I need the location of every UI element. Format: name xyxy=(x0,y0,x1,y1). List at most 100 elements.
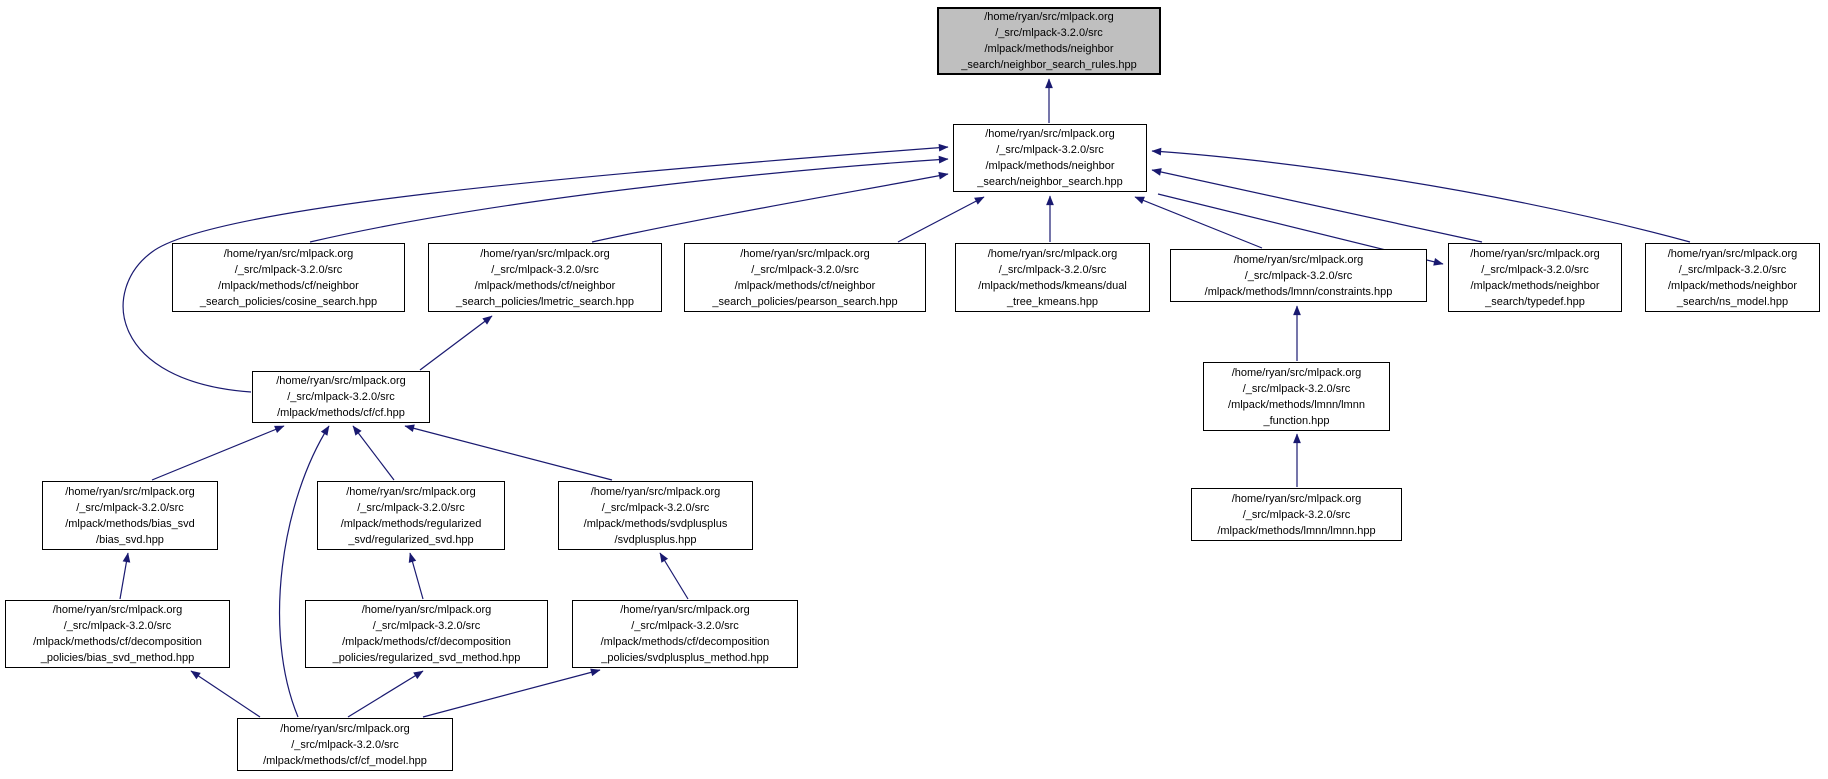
node-line: /_src/mlpack-3.2.0/src xyxy=(1244,269,1353,282)
node-line: _policies/svdplusplus_method.hpp xyxy=(601,652,769,664)
edge-bias-svd-method-to-bias-svd xyxy=(119,552,131,600)
node-line: /mlpack/methods/cf/neighbor xyxy=(218,279,359,292)
node-line: /_src/mlpack-3.2.0/src xyxy=(491,263,599,276)
edge-cf-model-to-regularized-svd-method xyxy=(347,670,424,718)
node-line: /mlpack/methods/cf/decomposition xyxy=(342,636,511,648)
node-lmetric-search[interactable]: /home/ryan/src/mlpack.org /_src/mlpack-3… xyxy=(428,243,662,312)
node-ns-typedef[interactable]: /home/ryan/src/mlpack.org /_src/mlpack-3… xyxy=(1448,243,1622,312)
edge-cf-to-lmetric-search xyxy=(419,315,493,371)
node-line: _search_policies/cosine_search.hpp xyxy=(199,295,378,308)
node-line: /_src/mlpack-3.2.0/src xyxy=(996,144,1104,156)
node-line: _svd/regularized_svd.hpp xyxy=(348,533,474,546)
node-line: /home/ryan/src/mlpack.org xyxy=(1231,492,1362,505)
node-line: _policies/regularized_svd_method.hpp xyxy=(332,652,521,664)
node-lmnn-function[interactable]: /home/ryan/src/mlpack.org /_src/mlpack-3… xyxy=(1203,362,1390,431)
node-bias-svd[interactable]: /home/ryan/src/mlpack.org /_src/mlpack-3… xyxy=(42,481,218,550)
node-lmnn[interactable]: /home/ryan/src/mlpack.org /_src/mlpack-3… xyxy=(1191,488,1402,541)
node-line: /mlpack/methods/neighbor xyxy=(984,43,1114,55)
node-dual-tree-kmeans[interactable]: /home/ryan/src/mlpack.org /_src/mlpack-3… xyxy=(955,243,1150,312)
edge-pearson-search-to-neighbor-search xyxy=(897,196,985,243)
node-line: /mlpack/methods/cf/cf_model.hpp xyxy=(263,754,427,767)
node-line: /home/ryan/src/mlpack.org xyxy=(590,485,721,498)
node-line: /home/ryan/src/mlpack.org xyxy=(1667,247,1798,260)
node-line: /home/ryan/src/mlpack.org xyxy=(1233,253,1364,266)
node-line: _function.hpp xyxy=(1263,414,1330,427)
node-line: /_src/mlpack-3.2.0/src xyxy=(1481,263,1589,276)
node-line: /_src/mlpack-3.2.0/src xyxy=(1242,382,1351,395)
node-neighbor-search-rules: /home/ryan/src/mlpack.org /_src/mlpack-3… xyxy=(937,7,1161,75)
node-line: /_src/mlpack-3.2.0/src xyxy=(631,620,739,632)
node-line: _search/typedef.hpp xyxy=(1485,295,1585,308)
node-line: /home/ryan/src/mlpack.org xyxy=(987,247,1118,260)
node-line: /svdplusplus.hpp xyxy=(614,533,697,546)
node-line: /_src/mlpack-3.2.0/src xyxy=(291,738,399,751)
node-line: /_src/mlpack-3.2.0/src xyxy=(751,263,859,276)
node-line: /_src/mlpack-3.2.0/src xyxy=(601,501,710,514)
edge-typedef-to-neighbor-search xyxy=(1151,168,1483,243)
edge-cf-model-to-cf xyxy=(278,425,330,718)
node-line: /home/ryan/src/mlpack.org xyxy=(1470,247,1600,260)
node-line: /mlpack/methods/cf/neighbor xyxy=(734,279,876,292)
edge-constraints-to-neighbor-search xyxy=(1134,196,1263,249)
node-line: /mlpack/methods/svdplusplus xyxy=(583,517,728,530)
node-line: /mlpack/methods/lmnn/lmnn xyxy=(1228,398,1365,411)
node-line: /home/ryan/src/mlpack.org xyxy=(276,375,406,387)
node-line: /bias_svd.hpp xyxy=(96,533,164,546)
edge-ns-model-to-neighbor-search xyxy=(1151,147,1691,243)
node-line: /_src/mlpack-3.2.0/src xyxy=(998,263,1107,276)
edge-regularized-svd-to-cf xyxy=(352,425,395,481)
node-neighbor-search[interactable]: /home/ryan/src/mlpack.org /_src/mlpack-3… xyxy=(953,124,1147,192)
node-line: /_src/mlpack-3.2.0/src xyxy=(234,263,343,276)
node-line: /home/ryan/src/mlpack.org xyxy=(985,128,1115,140)
edge-lmetric-search-to-neighbor-search xyxy=(591,171,949,243)
node-line: /_src/mlpack-3.2.0/src xyxy=(287,391,395,403)
node-line: /home/ryan/src/mlpack.org xyxy=(65,485,195,498)
edge-cf-to-neighbor-search xyxy=(122,143,949,393)
node-cf-model[interactable]: /home/ryan/src/mlpack.org /_src/mlpack-3… xyxy=(237,718,453,771)
node-line: /home/ryan/src/mlpack.org xyxy=(1231,366,1362,379)
node-line: /_src/mlpack-3.2.0/src xyxy=(1678,263,1787,276)
node-line: /mlpack/methods/lmnn/lmnn.hpp xyxy=(1217,524,1376,537)
node-line: /mlpack/methods/cf/cf.hpp xyxy=(277,407,405,419)
node-svdplusplus[interactable]: /home/ryan/src/mlpack.org /_src/mlpack-3… xyxy=(558,481,753,550)
node-line: _policies/bias_svd_method.hpp xyxy=(40,652,195,664)
node-line: /home/ryan/src/mlpack.org xyxy=(223,247,354,260)
node-line: /mlpack/methods/cf/decomposition xyxy=(33,636,202,648)
node-line: _tree_kmeans.hpp xyxy=(1006,295,1099,308)
node-line: /_src/mlpack-3.2.0/src xyxy=(1242,508,1351,521)
node-line: /mlpack/methods/regularized xyxy=(340,517,482,530)
edge-cf-model-to-bias-svd-method xyxy=(190,670,261,718)
node-lmnn-constraints[interactable]: /home/ryan/src/mlpack.org /_src/mlpack-3… xyxy=(1170,249,1427,302)
node-line: /home/ryan/src/mlpack.org xyxy=(480,247,610,260)
node-bias-svd-method[interactable]: /home/ryan/src/mlpack.org /_src/mlpack-3… xyxy=(5,600,230,668)
edge-cf-model-to-svdplusplus-method xyxy=(422,668,601,718)
node-line: _search_policies/lmetric_search.hpp xyxy=(456,295,634,308)
node-line: /home/ryan/src/mlpack.org xyxy=(280,722,410,735)
node-line: /mlpack/methods/kmeans/dual xyxy=(978,279,1127,292)
node-regularized-svd-method[interactable]: /home/ryan/src/mlpack.org /_src/mlpack-3… xyxy=(305,600,548,668)
node-line: /mlpack/methods/neighbor xyxy=(985,160,1115,172)
edge-regularized-svd-method-to-regularized-svd xyxy=(408,552,424,600)
node-pearson-search[interactable]: /home/ryan/src/mlpack.org /_src/mlpack-3… xyxy=(684,243,926,312)
node-line: /home/ryan/src/mlpack.org xyxy=(52,604,183,616)
node-line: _search_policies/pearson_search.hpp xyxy=(712,295,898,308)
edge-svdplusplus-method-to-svdplusplus xyxy=(659,552,689,600)
node-line: /mlpack/methods/neighbor xyxy=(1667,279,1797,292)
node-cosine-search[interactable]: /home/ryan/src/mlpack.org /_src/mlpack-3… xyxy=(172,243,405,312)
node-svdplusplus-method[interactable]: /home/ryan/src/mlpack.org /_src/mlpack-3… xyxy=(572,600,798,668)
node-cf[interactable]: /home/ryan/src/mlpack.org /_src/mlpack-3… xyxy=(252,371,430,423)
node-line: /home/ryan/src/mlpack.org xyxy=(620,604,750,616)
edge-svdplusplus-to-cf xyxy=(404,424,613,481)
node-line: /mlpack/methods/neighbor xyxy=(1470,279,1600,292)
node-regularized-svd[interactable]: /home/ryan/src/mlpack.org /_src/mlpack-3… xyxy=(317,481,505,550)
node-line: /mlpack/methods/cf/neighbor xyxy=(474,279,616,292)
node-line: /_src/mlpack-3.2.0/src xyxy=(357,501,465,514)
node-line: /home/ryan/src/mlpack.org xyxy=(361,604,492,616)
node-line: _search/neighbor_search.hpp xyxy=(977,176,1123,188)
edge-bias-svd-to-cf xyxy=(151,425,285,481)
node-line: /_src/mlpack-3.2.0/src xyxy=(76,501,184,514)
node-line: /_src/mlpack-3.2.0/src xyxy=(372,620,481,632)
node-ns-model[interactable]: /home/ryan/src/mlpack.org /_src/mlpack-3… xyxy=(1645,243,1820,312)
